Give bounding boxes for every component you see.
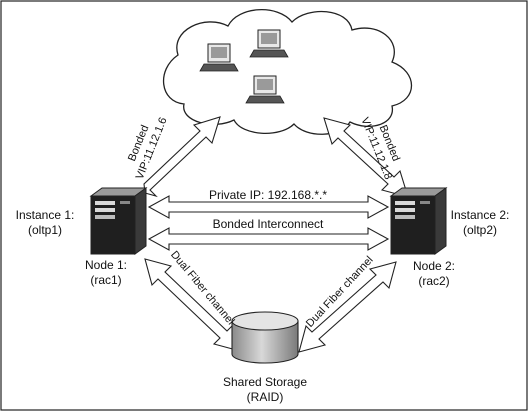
shared-storage-label: Shared Storage [223,375,307,389]
instance-1-label: Instance 1: [16,208,75,222]
interconnect-arrow [147,227,390,251]
vip-link-left-arrow [143,116,221,198]
server-node-2 [389,187,448,255]
node-1-label: Node 1: [85,258,127,272]
server-node-1 [89,187,148,255]
network-cloud [163,9,413,135]
fiber-channel-right-arrow [298,261,397,353]
private-ip-arrow [147,195,390,219]
instance-2-name: (oltp2) [463,223,497,237]
shared-storage-disk [231,311,299,364]
instance-1-name: (oltp1) [28,223,62,237]
node-2-label: Node 2: [413,259,455,273]
private-ip-label: Private IP: 192.168.*.* [209,188,327,202]
interconnect-label: Bonded Interconnect [213,217,324,231]
workstation-icon [245,75,285,104]
workstation-icon [199,43,239,72]
instance-2-label: Instance 2: [451,208,510,222]
node-2-host: (rac2) [418,274,449,288]
workstation-icon [249,29,289,58]
shared-storage-raid: (RAID) [247,390,284,404]
node-1-host: (rac1) [90,273,121,287]
